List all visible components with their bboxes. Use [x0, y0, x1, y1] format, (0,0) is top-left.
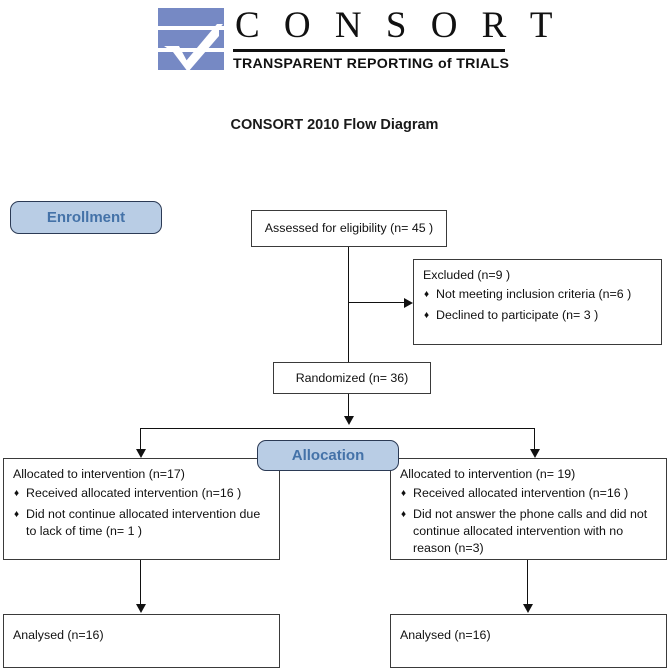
connector-eligibility-to-excluded	[348, 302, 405, 304]
consort-wordmark-block: C O N S O R T TRANSPARENT REPORTING of T…	[233, 4, 561, 80]
connector-randomized-down	[348, 394, 350, 420]
connector-split-to-alloc-right	[534, 428, 536, 450]
box-assessed-for-eligibility: Assessed for eligibility (n= 45 )	[251, 210, 447, 247]
randomized-text: Randomized (n= 36)	[295, 371, 409, 385]
excluded-bullet-list: ♦ Not meeting inclusion criteria (n=6 ) …	[423, 286, 652, 324]
list-item: ♦ Did not answer the phone calls and did…	[400, 506, 657, 557]
box-analysed-left: Analysed (n=16)	[3, 614, 280, 668]
arrowhead-analysed-right	[523, 604, 533, 613]
allocated-left-heading: Allocated to intervention (n=17)	[13, 467, 185, 481]
box-randomized: Randomized (n= 36)	[273, 362, 431, 394]
allocated-left-bullet-text: Did not continue allocated intervention …	[26, 507, 261, 538]
list-item: ♦ Received allocated intervention (n=16 …	[13, 485, 270, 502]
box-allocated-intervention-right: Allocated to intervention (n= 19) ♦ Rece…	[390, 458, 667, 560]
diamond-bullet-icon: ♦	[424, 289, 430, 300]
consort-logo: C O N S O R T TRANSPARENT REPORTING of T…	[157, 4, 561, 80]
connector-alloc-left-to-analysed	[140, 560, 142, 606]
arrowhead-alloc-right	[530, 449, 540, 458]
arrowhead-analysed-left	[136, 604, 146, 613]
diamond-bullet-icon: ♦	[14, 509, 20, 520]
page-title: CONSORT 2010 Flow Diagram	[230, 117, 439, 133]
analysed-left-text: Analysed (n=16)	[13, 628, 104, 642]
box-allocated-intervention-left: Allocated to intervention (n=17) ♦ Recei…	[3, 458, 280, 560]
eligibility-text: Assessed for eligibility (n= 45 )	[264, 221, 434, 235]
allocated-right-bullet-text: Received allocated intervention (n=16 )	[413, 486, 629, 500]
allocated-left-bullet-list: ♦ Received allocated intervention (n=16 …	[13, 485, 270, 540]
logo-divider-rule	[233, 49, 505, 52]
excluded-bullet-text: Declined to participate (n= 3 )	[436, 308, 599, 322]
list-item: ♦ Received allocated intervention (n=16 …	[400, 485, 657, 502]
list-item: ♦ Not meeting inclusion criteria (n=6 )	[423, 286, 652, 303]
diamond-bullet-icon: ♦	[401, 488, 407, 499]
diamond-bullet-icon: ♦	[424, 310, 430, 321]
arrowhead-alloc-left	[136, 449, 146, 458]
list-item: ♦ Did not continue allocated interventio…	[13, 506, 270, 540]
consort-checkmark-logo-icon	[158, 8, 224, 72]
allocated-left-bullet-text: Received allocated intervention (n=16 )	[26, 486, 242, 500]
connector-alloc-right-to-analysed	[527, 560, 529, 606]
excluded-bullet-text: Not meeting inclusion criteria (n=6 )	[436, 287, 632, 301]
box-analysed-right: Analysed (n=16)	[390, 614, 667, 668]
diamond-bullet-icon: ♦	[401, 509, 407, 520]
allocated-right-heading: Allocated to intervention (n= 19)	[400, 467, 576, 481]
connector-eligibility-to-randomized	[348, 247, 350, 362]
list-item: ♦ Declined to participate (n= 3 )	[423, 307, 652, 324]
connector-allocation-split-bus	[140, 428, 535, 430]
allocated-right-bullet-text: Did not answer the phone calls and did n…	[413, 507, 648, 555]
allocated-right-bullet-list: ♦ Received allocated intervention (n=16 …	[400, 485, 657, 557]
box-excluded: Excluded (n=9 ) ♦ Not meeting inclusion …	[413, 259, 662, 345]
consort-wordmark: C O N S O R T	[235, 5, 561, 46]
consort-tagline: TRANSPARENT REPORTING of TRIALS	[233, 56, 510, 72]
diamond-bullet-icon: ♦	[14, 488, 20, 499]
arrowhead-randomized-down	[344, 416, 354, 425]
connector-split-to-alloc-left	[140, 428, 142, 450]
excluded-heading: Excluded (n=9 )	[423, 268, 511, 282]
phase-badge-enrollment: Enrollment	[10, 201, 162, 234]
analysed-right-text: Analysed (n=16)	[400, 628, 491, 642]
phase-badge-allocation: Allocation	[257, 440, 399, 471]
arrowhead-to-excluded	[404, 298, 413, 308]
